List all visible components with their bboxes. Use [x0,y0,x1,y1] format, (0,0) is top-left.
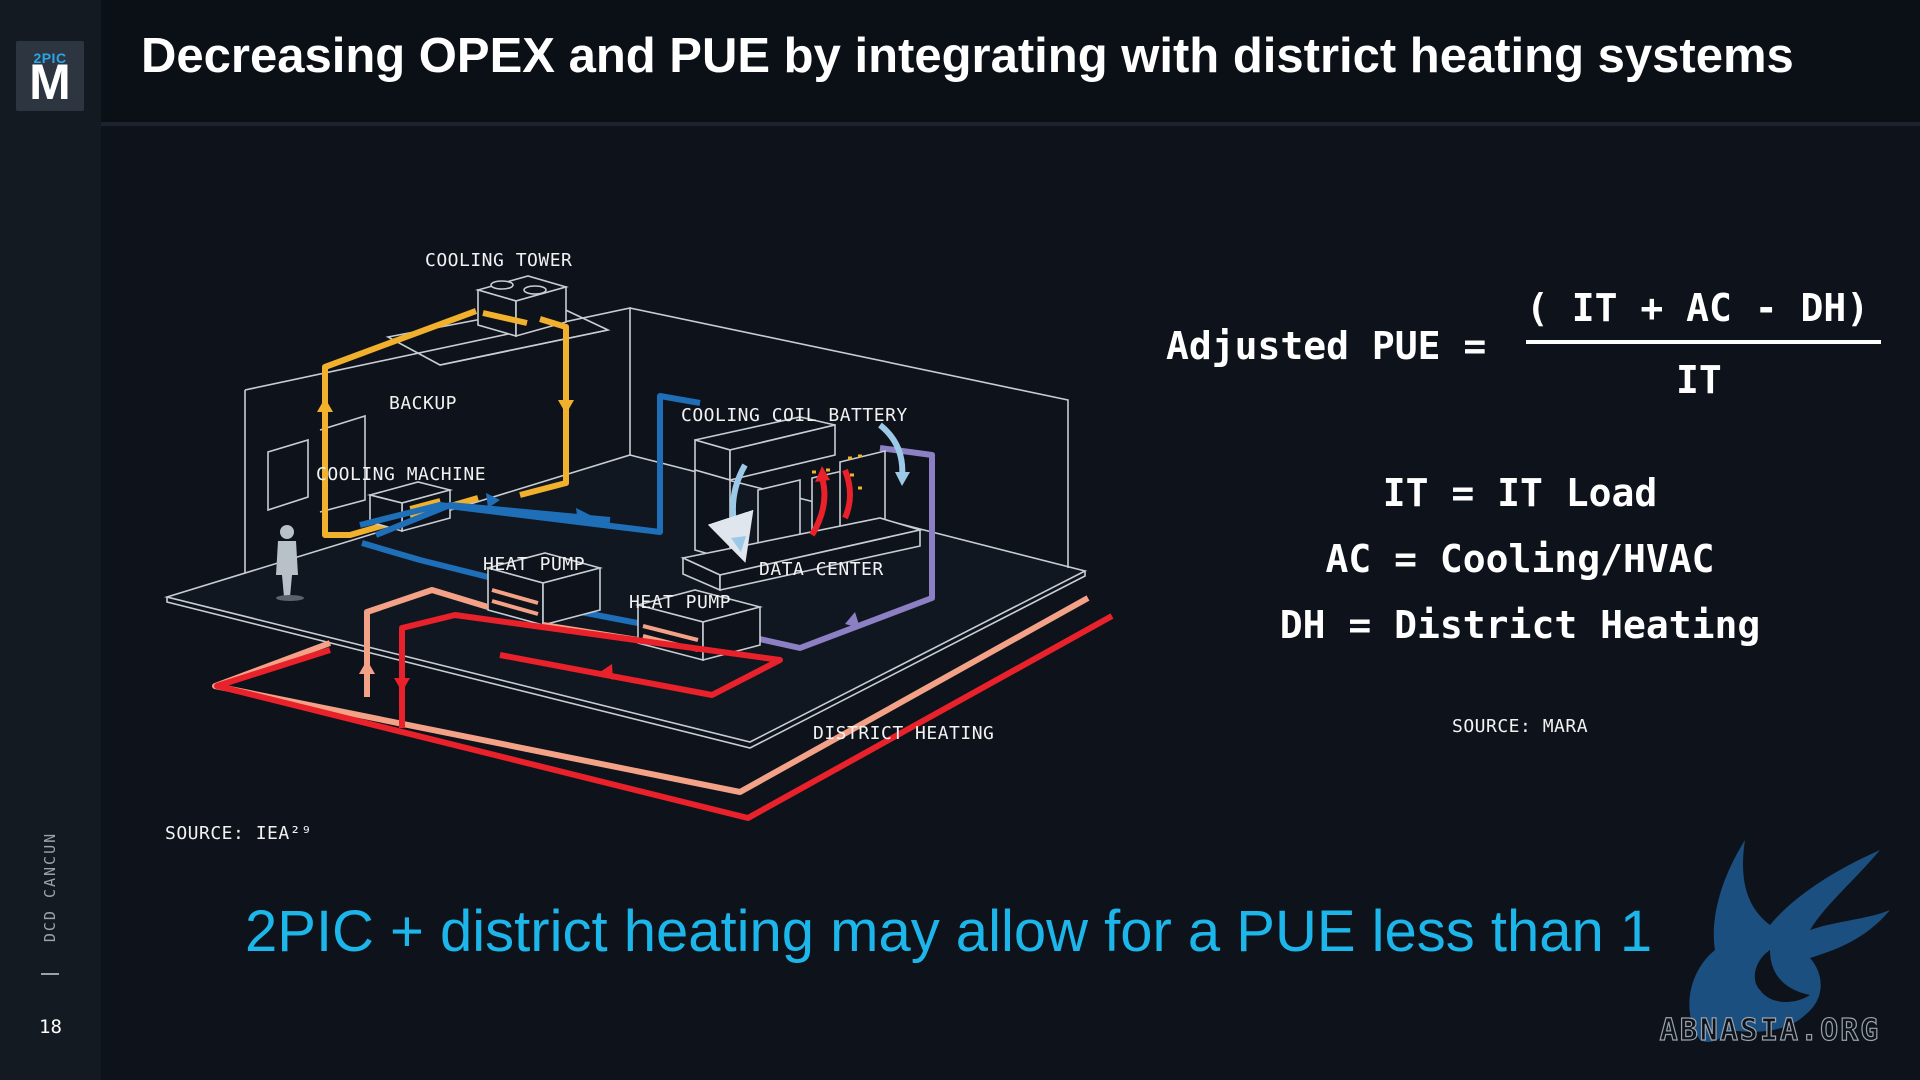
door [319,414,366,513]
logo-text-small: 2PIC [33,50,67,66]
heat-pump-1-stripes [491,588,539,616]
backup-flow-arrows [317,398,574,414]
title-bar: Decreasing OPEX and PUE by integrating w… [101,0,1920,126]
fraction-bar [1526,340,1881,344]
conclusion-text: 2PIC + district heating may allow for a … [245,899,1653,964]
heat-recovery-loop [704,445,935,651]
hot-air-arrow-2 [842,468,853,520]
pink-flow-arrow [359,660,375,674]
floor-edge [166,571,1086,749]
sidebar-divider [41,973,59,975]
definition-dh: DH = District Heating [1279,603,1761,647]
back-wall-right [629,307,1069,568]
hot-air-arrow [809,477,828,537]
formula-source: SOURCE: MARA [1452,716,1589,737]
formula-denominator: IT [1676,358,1722,402]
cool-air-head [731,536,746,552]
logo-text-big: M [29,54,71,110]
window [267,438,309,512]
rack-indicators [812,454,862,490]
hot-air-head [815,466,830,482]
label-heat-pump-2: HEAT PUMP [629,592,731,613]
page-number: 18 [39,1016,62,1038]
slide-title: Decreasing OPEX and PUE by integrating w… [141,29,1794,83]
coil-arrow-head [895,472,910,486]
adjusted-pue-formula: Adjusted PUE = ( IT + AC - DH) IT [1160,286,1900,406]
label-data-center: DATA CENTER [759,559,884,580]
label-backup: BACKUP [389,393,457,414]
watermark: ABNASIA.ORG [1659,840,1890,1049]
label-heat-pump-1: HEAT PUMP [483,554,585,575]
label-cooling-machine: COOLING MACHINE [316,464,486,485]
diagram-source: SOURCE: IEA²⁹ [165,823,313,844]
formula-numerator: ( IT + AC - DH) [1526,286,1870,330]
district-heating-loop [214,612,1114,821]
mezzanine-edge [439,329,609,366]
back-wall-left [244,307,631,455]
definition-ac: AC = Cooling/HVAC [1325,537,1715,581]
event-name: DCD CANCUN [41,831,59,943]
person-icon [276,525,304,601]
data-center-racks [680,416,924,592]
cooling-tower-unit [475,275,569,338]
watermark-text: ABNASIA.ORG [1660,1013,1881,1048]
formula-definitions: IT = IT Load AC = Cooling/HVAC DH = Dist… [1200,468,1840,666]
griffin-icon [1689,840,1890,1042]
label-cooling-coil-battery: COOLING COIL BATTERY [681,405,908,426]
red-flow-arrows [394,664,613,692]
sidebar: 2PIC M DCD CANCUN 18 [0,0,101,1080]
definition-it: IT = IT Load [1382,471,1658,515]
logo: 2PIC M [16,41,84,111]
district-heating-diagram: COOLING TOWER BACKUP COOLING MACHINE COO… [164,250,1114,821]
label-cooling-tower: COOLING TOWER [425,250,572,271]
purple-flow-arrow [845,612,860,628]
cooling-flow-arrows [486,493,590,523]
formula-lhs: Adjusted PUE = [1166,324,1487,368]
cool-air-arrow [707,463,754,563]
label-district-heating: DISTRICT HEATING [813,723,994,744]
